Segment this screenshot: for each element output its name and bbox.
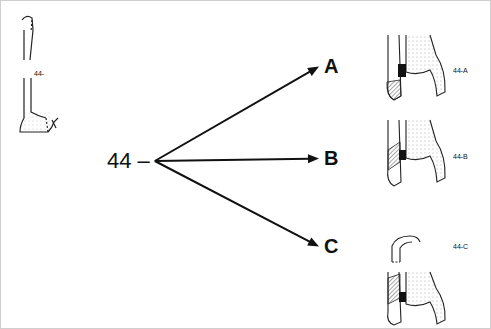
arrow-line [155,71,311,161]
code-label: 44-A [452,67,469,74]
node-text: A [324,55,338,78]
arrow-connector [155,67,319,162]
arrow-line [155,161,311,242]
class-node: C [321,233,341,260]
class-node: 44 – [104,146,153,176]
code-label: 44-B [452,153,469,160]
node-text: C [324,235,338,258]
bone-overview [20,16,58,132]
ankle-drawing-c [388,236,445,325]
arrow-connector [155,161,319,247]
code-label: 44-C [452,243,469,250]
arrow-connector [155,154,319,163]
class-node: B [321,145,341,172]
arrow-head [307,237,319,246]
ankle-drawing-a [387,35,445,100]
code-label: 44- [33,70,45,77]
arrow-line [155,159,310,161]
arrow-head [308,154,319,163]
node-text: 44 – [107,148,150,174]
node-text: B [324,147,338,170]
class-node: A [321,53,341,80]
arrow-head [307,67,319,76]
ankle-drawing-b [388,120,445,186]
